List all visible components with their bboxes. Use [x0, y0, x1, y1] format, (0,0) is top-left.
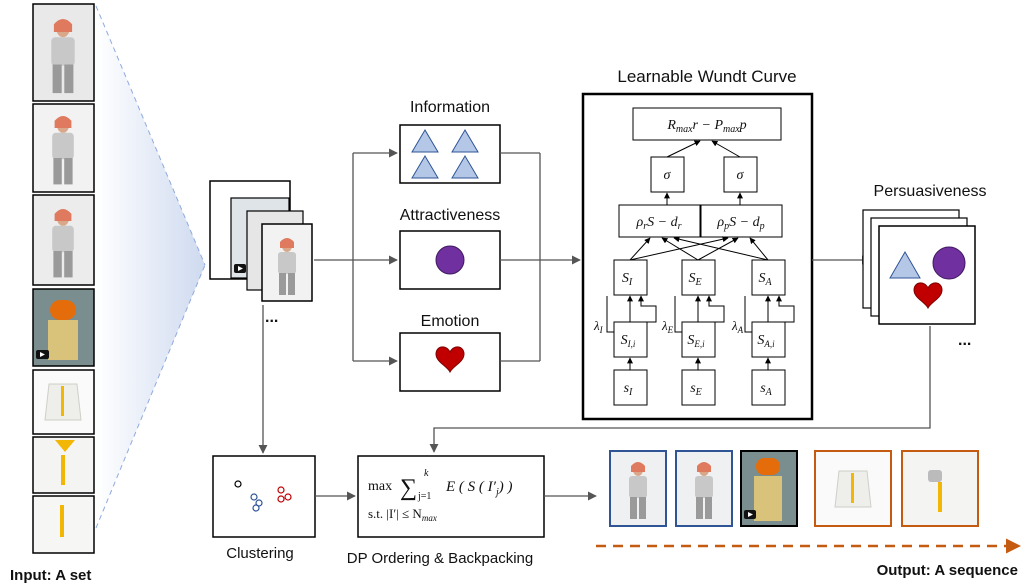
wundt-title: Learnable Wundt Curve [617, 67, 796, 86]
dp-sum-bottom: j=1 [417, 491, 431, 502]
dp-max: max [368, 479, 392, 494]
dp-body: E ( S ( I′j) ) [445, 479, 512, 498]
attractiveness-circle [435, 245, 465, 275]
emotion-label: Emotion [421, 313, 480, 330]
persuasiveness-stack [862, 209, 976, 325]
persuasive-ellipsis: ... [958, 332, 971, 349]
S-E-i: SE,i [687, 333, 705, 349]
feedback-arrow [429, 326, 931, 453]
branch-arrows [258, 148, 398, 454]
S-I: SI [622, 271, 633, 288]
sigma-right: σ [737, 168, 745, 183]
s-E: sE [690, 381, 702, 398]
input-label: Input: A set [10, 567, 91, 584]
lambda-A: λA [731, 318, 744, 335]
dp-box [357, 455, 545, 538]
clustering-box [212, 455, 316, 538]
S-E: SE [688, 271, 701, 288]
merge-arrows [500, 152, 581, 362]
lambda-E: λE [661, 318, 674, 335]
output-images [609, 450, 979, 527]
information-triangles [411, 129, 479, 179]
dp-sum-top: k [424, 468, 429, 479]
S-A-i: SA,i [757, 333, 775, 349]
rho-p-formula: ρpS − dp [716, 215, 764, 232]
lambda-I: λI [593, 318, 604, 335]
cluster-points [234, 480, 292, 512]
persuasiveness-label: Persuasiveness [874, 183, 987, 200]
S-A: SA [758, 271, 772, 288]
s-A: sA [760, 381, 772, 398]
image-stack [209, 180, 313, 302]
wundt-edges [606, 140, 795, 370]
information-label: Information [410, 99, 490, 116]
rho-r-formula: ρrS − dr [636, 215, 682, 232]
s-I: sI [624, 381, 633, 398]
S-I-i: SI,i [621, 333, 636, 349]
clustering-label: Clustering [226, 545, 294, 562]
sigma-left: σ [664, 168, 672, 183]
fan-shape [96, 6, 205, 528]
reward-penalty-formula: Rmaxr − Pmaxp [666, 118, 746, 135]
dp-label: DP Ordering & Backpacking [347, 550, 533, 567]
information-box [399, 124, 501, 184]
output-label: Output: A sequence [877, 562, 1018, 579]
attractiveness-label: Attractiveness [400, 207, 500, 224]
dp-constraint: s.t. |I′| ≤ Nmax [368, 506, 437, 523]
input-images [32, 3, 95, 554]
stack-ellipsis: ... [265, 309, 278, 326]
dp-sum: ∑ [400, 475, 417, 501]
